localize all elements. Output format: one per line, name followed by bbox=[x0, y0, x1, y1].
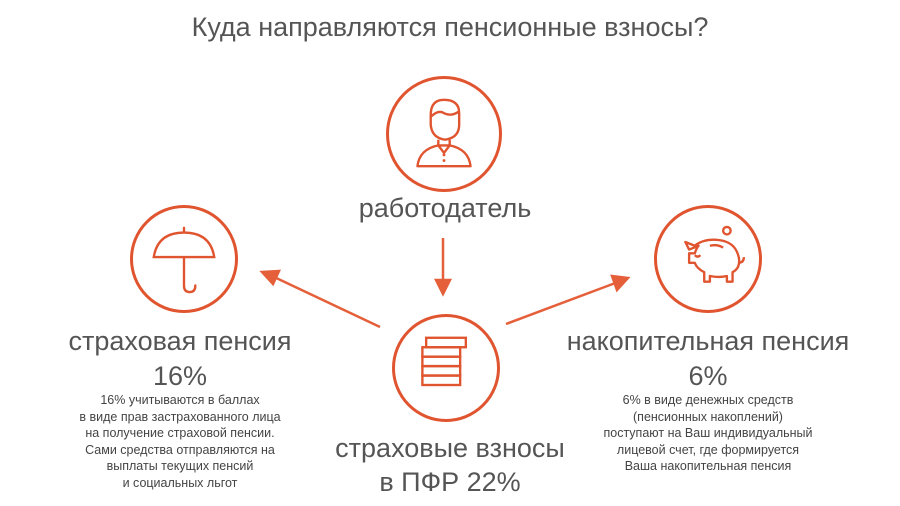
contributions-circle bbox=[392, 314, 500, 422]
coin-stack-icon bbox=[421, 336, 468, 387]
page-title: Куда направляются пенсионные взносы? bbox=[191, 12, 709, 42]
funded-percent: 6% bbox=[688, 361, 728, 391]
insurance-percent: 16% bbox=[152, 361, 208, 391]
funded-circle bbox=[654, 205, 762, 313]
insurance-description: 16% учитываются в баллах в виде прав зас… bbox=[79, 393, 281, 490]
employer-circle bbox=[386, 76, 502, 192]
arrow-right bbox=[505, 280, 619, 326]
insurance-circle bbox=[130, 205, 238, 313]
person-icon bbox=[416, 98, 472, 168]
funded-label: накопительная пенсия bbox=[566, 326, 850, 356]
employer-label: работодатель bbox=[358, 193, 532, 223]
contributions-label-line2: в ПФР 22% bbox=[379, 467, 521, 497]
contributions-label-line1: страховые взносы bbox=[335, 433, 565, 463]
funded-description: 6% в виде денежных средств (пенсионных н… bbox=[603, 393, 813, 473]
piggy-bank-icon bbox=[684, 225, 746, 283]
insurance-label: страховая пенсия bbox=[68, 326, 292, 356]
umbrella-icon bbox=[152, 226, 216, 294]
arrow-left bbox=[271, 274, 381, 329]
